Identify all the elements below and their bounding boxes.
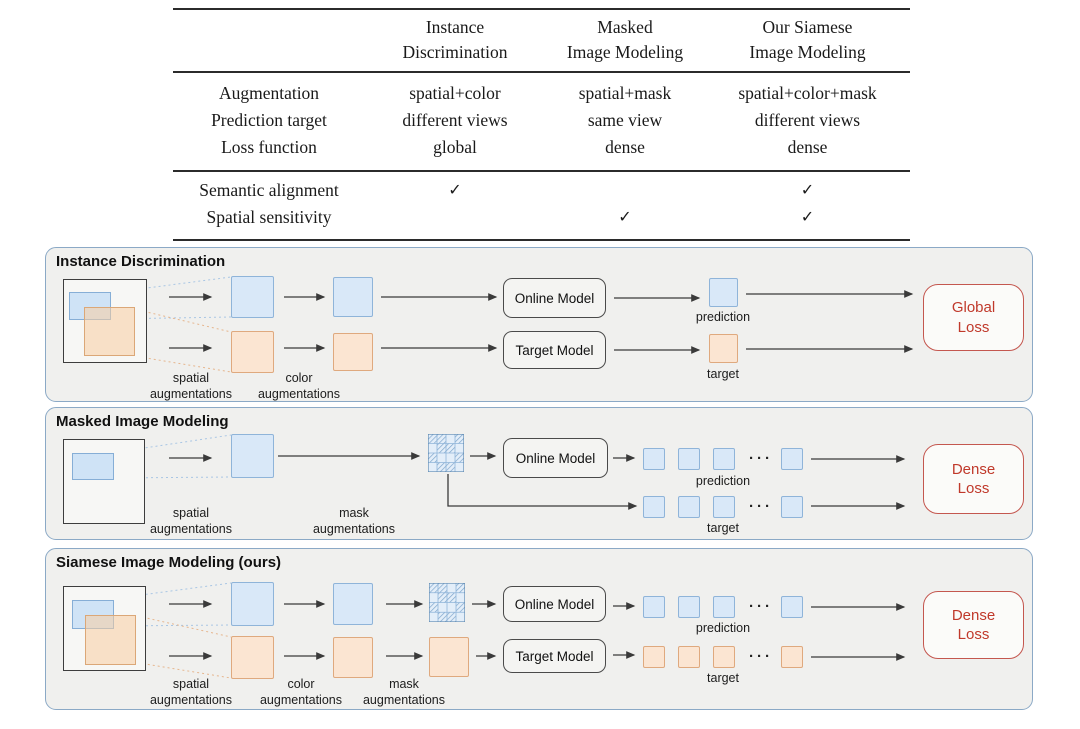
online-model-box: Online Model [503,438,608,478]
target-token [643,496,665,518]
table-rule-top [173,8,910,10]
checkmark: ✓ [800,209,815,226]
dense-loss-box: Dense Loss [923,591,1024,659]
table-check-rows: Semantic alignment ✓ ✓ Spatial sensitivi… [173,172,910,239]
header-empty-cell [173,15,365,65]
checkmark: ✓ [800,182,815,199]
table-row: Augmentation spatial+color spatial+mask … [218,83,877,103]
ellipsis: ··· [749,648,773,665]
checkmark: ✓ [448,182,462,199]
table-rule-mid2 [173,170,910,172]
target-model-box: Target Model [503,639,606,673]
table-header-row: Instance Discrimination Masked Image Mod… [173,10,910,71]
table-row: Spatial sensitivity ✓ ✓ [173,204,910,231]
header-masked-image-modeling: Masked Image Modeling [566,17,684,62]
mask-augmentations-label: mask augmentations [362,677,445,707]
prediction-label: prediction [695,621,751,635]
orange-crop-region [85,615,136,665]
prediction-token [713,596,735,618]
orange-crop-region [84,307,135,356]
table-row: Semantic alignment ✓ ✓ [173,177,910,204]
augmented-view-orange-3 [429,637,469,677]
color-augmentations-label: color augmentations [257,371,340,401]
augmented-view-blue-1 [231,582,274,626]
prediction-label: prediction [695,474,751,488]
target-token [713,646,735,668]
spatial-augmentations-label: spatial augmentations [149,506,232,536]
target-model-box: Target Model [503,331,606,369]
header-instance-discrimination: Instance Discrimination [402,17,508,62]
target-token [713,496,735,518]
augmented-view-orange-1 [231,331,274,373]
ellipsis: ··· [749,450,773,467]
panel-title: Instance Discrimination [56,253,226,270]
panel-siamese-image-modeling: Siamese Image Modeling (ours) [45,548,1033,710]
target-label: target [707,671,739,685]
target-token [709,334,738,363]
prediction-label: prediction [695,310,751,324]
table-attribute-rows: Augmentation spatial+color spatial+mask … [173,73,910,170]
augmented-view-orange-2 [333,333,373,371]
blue-crop-region [72,453,114,480]
ellipsis: ··· [749,598,773,615]
global-loss-box: Global Loss [923,284,1024,351]
prediction-token [678,448,700,470]
table-rule-bottom [173,239,910,241]
prediction-token [678,596,700,618]
prediction-token [709,278,738,307]
prediction-token [643,596,665,618]
target-token [781,646,803,668]
panel-masked-image-modeling: Masked Image Modeling Onl [45,407,1033,540]
spatial-augmentations-label: spatial augmentations [149,677,232,707]
target-token [678,496,700,518]
color-augmentations-label: color augmentations [259,677,342,707]
augmented-view-blue-2 [333,277,373,317]
online-model-box: Online Model [503,586,606,622]
table-row: Prediction target different views same v… [211,110,861,130]
prediction-token [713,448,735,470]
target-label: target [707,521,739,535]
comparison-table: Instance Discrimination Masked Image Mod… [173,8,910,241]
augmented-view-blue-1 [231,276,274,318]
target-token [678,646,700,668]
prediction-token [781,448,803,470]
dense-loss-box: Dense Loss [923,444,1024,514]
augmented-view-orange-2 [333,637,373,678]
checkmark: ✓ [618,209,632,226]
header-our-siamese: Our Siamese Image Modeling [749,17,866,62]
augmented-view-blue-2 [333,583,373,625]
source-image [63,586,146,671]
online-model-box: Online Model [503,278,606,318]
augmented-view-orange-1 [231,636,274,679]
panel-instance-discrimination: Instance Discrimination Online Model Tar… [45,247,1033,402]
augmented-view-blue [231,434,274,478]
target-token [643,646,665,668]
table-row: Loss function global dense dense [221,137,828,157]
panel-title: Masked Image Modeling [56,413,229,430]
source-image [63,439,145,524]
target-label: target [707,367,739,381]
masked-patch-grid [428,434,464,472]
prediction-token [643,448,665,470]
prediction-token [781,596,803,618]
mask-augmentations-label: mask augmentations [312,506,395,536]
table-rule-mid1 [173,71,910,73]
masked-patch-grid [429,583,465,622]
source-image [63,279,147,363]
target-token [781,496,803,518]
ellipsis: ··· [749,498,773,515]
spatial-augmentations-label: spatial augmentations [149,371,232,401]
panel-title: Siamese Image Modeling (ours) [56,554,282,571]
